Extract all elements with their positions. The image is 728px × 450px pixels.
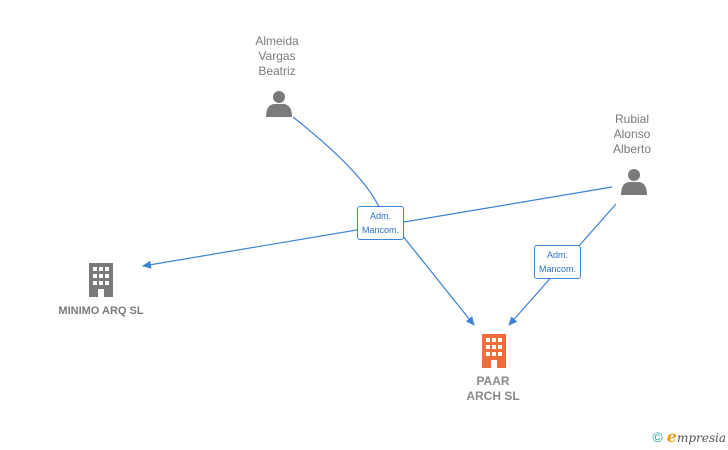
- copyright-icon: ©: [652, 429, 663, 445]
- company-label-paar[interactable]: PAAR ARCH SL: [466, 374, 520, 403]
- person-icon[interactable]: [266, 91, 292, 117]
- edge-label-adm-mancom: Adm. Mancom.: [534, 245, 582, 279]
- person-icon[interactable]: [621, 169, 647, 195]
- edge-almeida-to-paar: [292, 116, 475, 326]
- edge-label-adm-mancom: Adm. Mancom.: [357, 206, 405, 240]
- building-icon[interactable]: [482, 334, 506, 368]
- person-label-almeida[interactable]: Almeida Vargas Beatriz: [255, 34, 299, 78]
- person-label-rubial[interactable]: Rubial Alonso Alberto: [612, 112, 652, 156]
- company-label-minimo[interactable]: MINIMO ARQ SL: [58, 305, 144, 317]
- building-icon[interactable]: [89, 263, 113, 297]
- brand-footer: ©empresia: [652, 427, 726, 446]
- brand-logo-initial: e: [666, 427, 677, 446]
- brand-logo-text: mpresia: [676, 431, 726, 445]
